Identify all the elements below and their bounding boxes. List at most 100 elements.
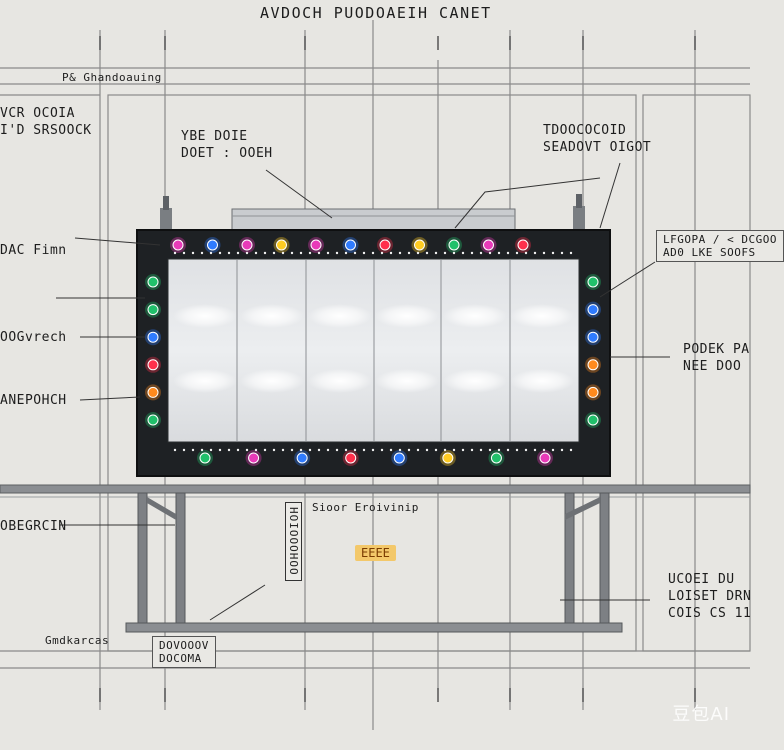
led-left-0 <box>147 276 159 288</box>
frame-dot <box>569 251 573 255</box>
frame-dot <box>425 448 429 452</box>
light-bars <box>173 304 574 393</box>
diagram-canvas: AVDOCH PUODOAEIH CANET P& Ghandoauing VC… <box>0 4 784 730</box>
left-lower-label: OBEGRCIN <box>0 519 67 534</box>
frame-dot <box>542 251 546 255</box>
led-top-5 <box>345 239 356 251</box>
frame-dot <box>236 251 240 255</box>
led-layer <box>145 237 601 466</box>
frame-dot <box>299 251 303 255</box>
frame-dot <box>398 448 402 452</box>
frame-dot <box>434 251 438 255</box>
frame-dot <box>560 448 564 452</box>
frame-dot <box>506 448 510 452</box>
top-left-tag: P& Ghandoauing <box>62 71 162 84</box>
led-bottom-3 <box>345 452 357 464</box>
frame-dot <box>254 448 258 452</box>
frame-dot <box>317 251 321 255</box>
frame-dot <box>569 448 573 452</box>
frame-dot <box>488 448 492 452</box>
frame-dot <box>362 251 366 255</box>
support-structure <box>0 484 751 633</box>
frame-dot <box>488 251 492 255</box>
frame-dot <box>173 251 177 255</box>
frame-dot <box>335 251 339 255</box>
led-right-5 <box>587 414 599 426</box>
frame-dot <box>182 251 186 255</box>
frame-dot <box>200 251 204 255</box>
frame-dot <box>227 448 231 452</box>
frame-dot <box>299 448 303 452</box>
led-top-4 <box>310 239 322 251</box>
led-bottom-7 <box>539 452 551 464</box>
frame-dot <box>470 251 474 255</box>
led-top-3 <box>276 239 287 251</box>
frame-dot <box>560 251 564 255</box>
frame-dot <box>326 251 330 255</box>
frame-dot <box>362 448 366 452</box>
led-left-5 <box>147 414 159 426</box>
frame-dot <box>236 448 240 452</box>
led-bottom-0 <box>199 452 211 464</box>
led-top-9 <box>483 239 494 251</box>
led-bottom-5 <box>442 452 454 464</box>
frame-dot <box>281 448 285 452</box>
frame-dot <box>515 251 519 255</box>
schematic-drawing <box>0 20 751 730</box>
frame-dot <box>200 448 204 452</box>
frame-dot <box>452 448 456 452</box>
frame-dot <box>533 251 537 255</box>
panel-dividers <box>236 260 511 441</box>
led-right-0 <box>587 276 599 288</box>
center-callout: YBE DOIE DOET : OOEH <box>181 129 273 161</box>
frame-dot <box>182 448 186 452</box>
frame-dot <box>389 251 393 255</box>
led-left-4 <box>147 386 159 398</box>
right-boxed-callout: LFGOPA / < DCGOO AD0 LKE SOOFS <box>656 230 784 262</box>
led-top-2 <box>241 239 253 251</box>
led-left-2 <box>147 331 159 343</box>
led-top-7 <box>414 239 425 251</box>
led-top-1 <box>207 239 218 251</box>
frame-dot <box>407 448 411 452</box>
frame-dot <box>218 251 222 255</box>
led-bottom-4 <box>393 452 405 464</box>
frame-dot <box>308 448 312 452</box>
frame-dot <box>281 251 285 255</box>
led-bottom-6 <box>490 452 502 464</box>
frame-dot <box>443 251 447 255</box>
frame-dot <box>497 251 501 255</box>
left-block-label: VCR OCOIA I'D SRSOOCK <box>0 106 92 138</box>
right-lower-label: UCOEI DU LOISET DRN COIS CS 11 <box>668 572 752 621</box>
frame-dot <box>218 448 222 452</box>
led-top-8 <box>448 239 460 251</box>
frame-dot <box>398 251 402 255</box>
grid-ticks <box>99 36 696 702</box>
frame-dot <box>353 448 357 452</box>
led-top-10 <box>517 239 529 251</box>
bottom-boxed-label: DOVOOOV DOCOMA <box>152 636 216 668</box>
frame-dot <box>551 448 555 452</box>
frame-dot <box>470 448 474 452</box>
led-left-1 <box>147 304 159 316</box>
frame-dot <box>326 448 330 452</box>
frame-dot <box>479 448 483 452</box>
led-right-3 <box>587 359 599 371</box>
frame-dot <box>515 448 519 452</box>
frame-dot <box>290 251 294 255</box>
frame-dot <box>407 251 411 255</box>
frame-dot <box>416 251 420 255</box>
frame-dot <box>344 251 348 255</box>
bottom-left-label: Gmdkarcas <box>45 634 110 647</box>
frame-dot <box>497 448 501 452</box>
frame-dot <box>506 251 510 255</box>
diagram-title: AVDOCH PUODOAEIH CANET <box>260 4 492 22</box>
frame-dot <box>173 448 177 452</box>
frame-dot <box>524 448 528 452</box>
frame-dot <box>479 251 483 255</box>
left-label-2: OOGvrech <box>0 330 67 345</box>
frame-dot <box>317 448 321 452</box>
center-lower-label: Sioor Eroivinip <box>312 501 419 514</box>
right-callout: TDOOCOCOID SEADOVT OIGOT <box>543 123 652 155</box>
frame-dot <box>335 448 339 452</box>
